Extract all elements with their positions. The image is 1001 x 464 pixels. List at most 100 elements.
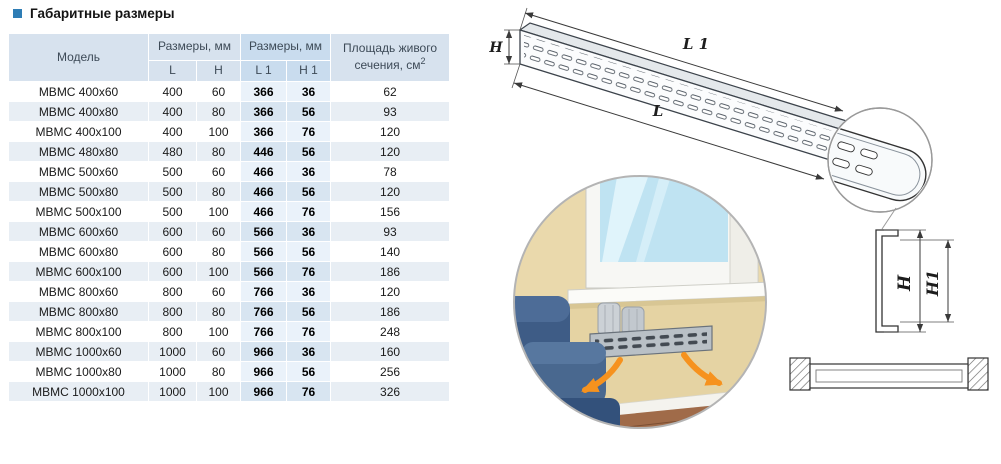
cross-section-drawing: [789, 357, 989, 391]
cell-model: МВМС 600x60: [8, 221, 149, 242]
dim-label-h: H: [488, 40, 503, 56]
cell-h: 80: [195, 361, 242, 382]
cell-h1: 36: [286, 221, 332, 242]
cell-area: 186: [330, 301, 451, 322]
cell-l1: 466: [240, 181, 288, 202]
cell-l: 600: [148, 241, 197, 262]
cell-h: 80: [195, 241, 242, 262]
cell-l1: 466: [240, 161, 288, 182]
cell-area: 160: [330, 341, 451, 362]
dim-label-profile-h: H: [895, 274, 915, 292]
col-header-h: H: [195, 60, 242, 82]
dim-label-l1: L 1: [682, 35, 709, 53]
cell-l1: 966: [240, 341, 288, 362]
cell-h: 60: [195, 221, 242, 242]
cell-h: 100: [195, 121, 242, 142]
cell-h: 80: [195, 301, 242, 322]
cell-area: 156: [330, 201, 451, 222]
cell-model: МВМС 800x80: [8, 301, 149, 322]
cell-l1: 566: [240, 261, 288, 282]
cell-l1: 366: [240, 101, 288, 122]
cell-h: 100: [195, 321, 242, 342]
cell-h1: 76: [286, 321, 332, 342]
cell-l: 800: [148, 301, 197, 322]
col-header-l: L: [148, 60, 197, 82]
cell-model: МВМС 500x60: [8, 161, 149, 182]
cell-l1: 446: [240, 141, 288, 162]
cell-l1: 766: [240, 321, 288, 342]
cell-h1: 76: [286, 201, 332, 222]
cell-area: 120: [330, 121, 451, 142]
airflow-arrows: [581, 352, 723, 393]
cell-l1: 566: [240, 221, 288, 242]
cell-h: 60: [195, 81, 242, 102]
air-duct: [597, 302, 645, 336]
cell-area: 256: [330, 361, 451, 382]
cell-h: 60: [195, 341, 242, 362]
technical-drawings: L 1 H L: [488, 7, 989, 429]
section-title-text: Габаритные размеры: [30, 6, 175, 21]
cell-area: 248: [330, 321, 451, 342]
cell-h1: 76: [286, 121, 332, 142]
cell-l: 600: [148, 221, 197, 242]
cell-model: МВМС 600x80: [8, 241, 149, 262]
cell-model: МВМС 500x100: [8, 201, 149, 222]
end-cap-magnifier: [827, 107, 933, 230]
cell-l: 500: [148, 161, 197, 182]
cell-h1: 36: [286, 81, 332, 102]
cell-model: МВМС 400x60: [8, 81, 149, 102]
cell-l1: 966: [240, 361, 288, 382]
cell-l: 800: [148, 321, 197, 342]
table-header: Модель Размеры, мм Размеры, мм Площадь ж…: [8, 33, 451, 82]
cell-model: МВМС 400x80: [8, 101, 149, 122]
cell-model: МВМС 400x100: [8, 121, 149, 142]
cell-l1: 366: [240, 81, 288, 102]
cell-h1: 76: [286, 261, 332, 282]
dimension-l: L: [511, 63, 825, 180]
cell-area: 140: [330, 241, 451, 262]
cell-model: МВМС 600x100: [8, 261, 149, 282]
grille-perspective-drawing: L 1 H L: [488, 7, 933, 230]
cell-model: МВМС 800x60: [8, 281, 149, 302]
col-header-area: Площадь живого сечения, см2: [330, 33, 451, 82]
window-sill: [567, 281, 766, 305]
cell-area: 120: [330, 181, 451, 202]
dim-label-profile-h1: H1: [923, 270, 942, 297]
cell-h1: 36: [286, 281, 332, 302]
cell-h1: 36: [286, 341, 332, 362]
cell-l: 1000: [148, 341, 197, 362]
area-label: Площадь живого сечения, см: [343, 41, 438, 72]
col-header-dims-lh: Размеры, мм: [147, 33, 242, 61]
cell-h1: 56: [286, 301, 332, 322]
cell-h: 100: [195, 201, 242, 222]
cell-area: 62: [330, 81, 451, 102]
cell-l: 500: [148, 201, 197, 222]
cell-area: 120: [330, 141, 451, 162]
mounted-grille: [589, 325, 713, 359]
cell-area: 93: [330, 221, 451, 242]
cell-h1: 36: [286, 161, 332, 182]
cell-area: 120: [330, 281, 451, 302]
dimensions-table: Модель Размеры, мм Размеры, мм Площадь ж…: [8, 33, 451, 402]
area-superscript: 2: [420, 56, 426, 66]
cell-l1: 566: [240, 241, 288, 262]
cell-l: 1000: [148, 361, 197, 382]
cell-model: МВМС 800x100: [8, 321, 149, 342]
cell-area: 186: [330, 261, 451, 282]
col-header-dims-l1h1: Размеры, мм: [240, 33, 332, 61]
cell-h: 60: [195, 161, 242, 182]
